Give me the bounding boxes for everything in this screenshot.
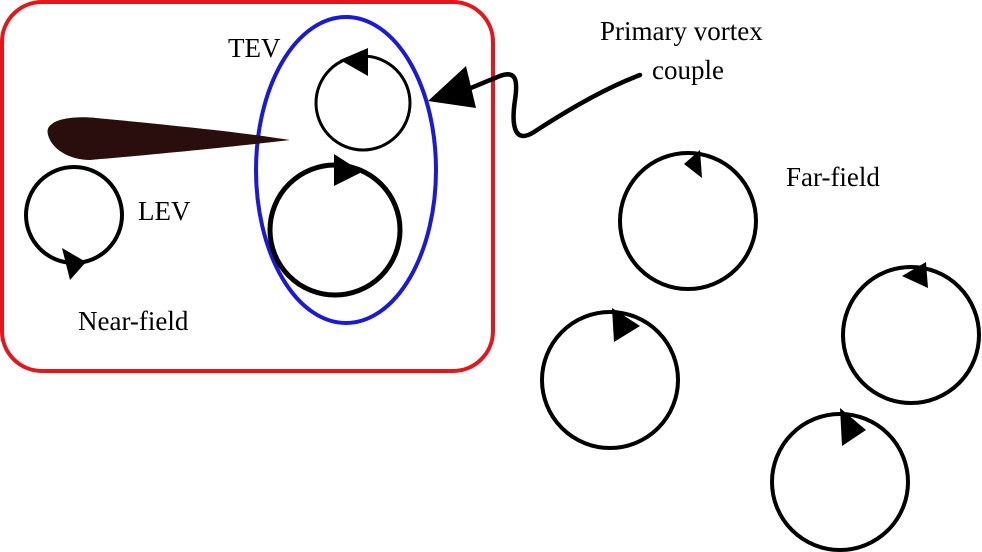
primary-couple-label-line2: couple (652, 55, 724, 85)
lev-vortex (24, 165, 124, 280)
rotation-arrow-icon (840, 408, 866, 446)
far-field-vortex-3 (540, 308, 680, 450)
tev-ellipse (254, 15, 438, 325)
rotation-arrow-icon (612, 308, 640, 342)
curved-arrow-icon (428, 66, 476, 108)
rotation-arrow-icon (340, 48, 368, 76)
rotation-arrow-icon (62, 248, 86, 280)
tev-lower-vortex (267, 154, 403, 298)
tev-upper-vortex (314, 48, 412, 152)
rotation-arrow-icon (684, 150, 702, 178)
far-field-label: Far-field (786, 162, 880, 192)
rotation-arrow-icon (902, 262, 928, 288)
primary-couple-pointer (428, 66, 643, 139)
near-field-label: Near-field (78, 306, 189, 336)
tev-label: TEV (228, 33, 281, 63)
airfoil (47, 117, 290, 160)
rotation-arrow-icon (334, 154, 362, 186)
far-field-vortex-4 (770, 408, 910, 552)
far-field-vortex-2 (841, 262, 981, 405)
far-field-vortex-1 (618, 150, 758, 291)
primary-couple-label-line1: Primary vortex (600, 16, 763, 46)
lev-label: LEV (138, 196, 191, 226)
near-field-region (0, 0, 495, 373)
